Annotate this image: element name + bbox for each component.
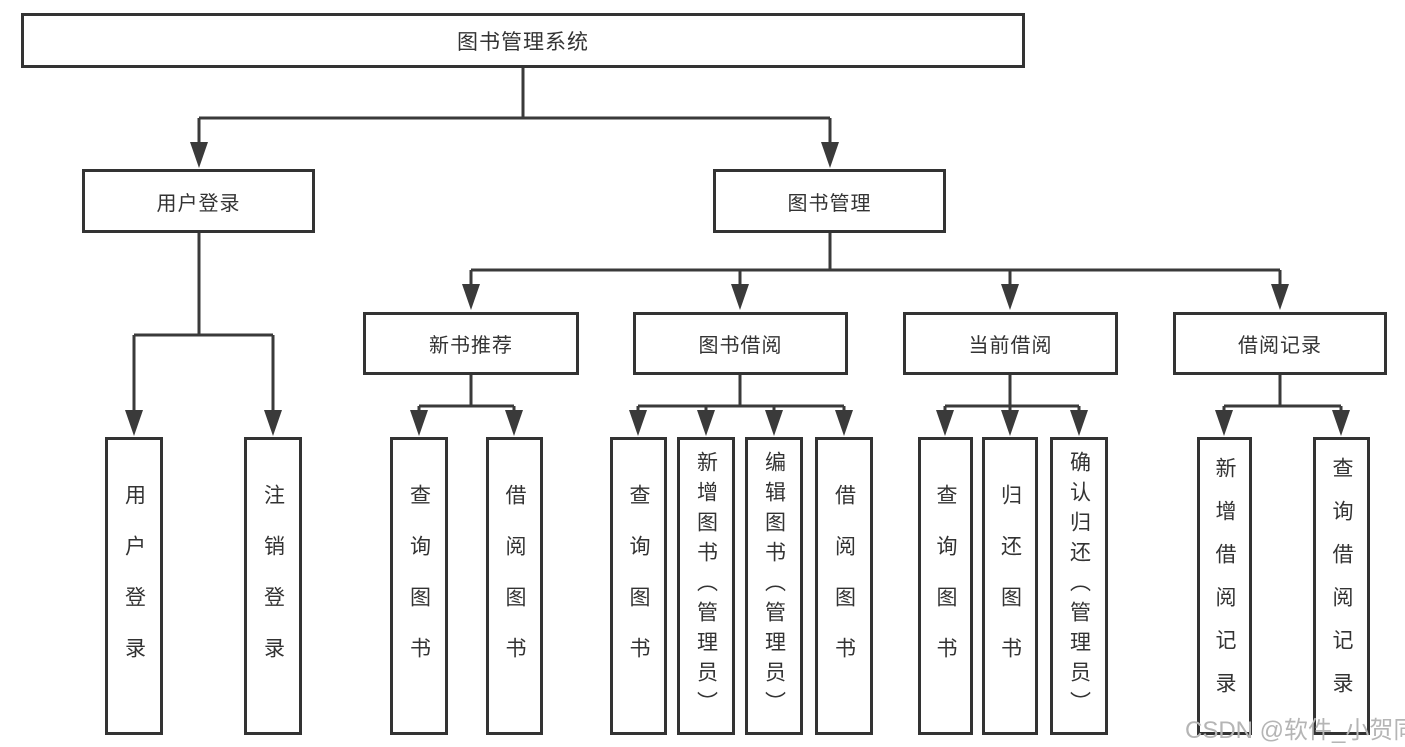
leaf-add-borrow-record: 新增借阅记录	[1197, 437, 1252, 735]
arrowhead	[505, 410, 523, 436]
node-label: 借阅记录	[1238, 335, 1322, 357]
connector-user-login-to-leaves	[125, 233, 282, 436]
leaf-add-book-admin: 新增图书（管理员）	[677, 437, 735, 735]
leaf-query-books-recommend: 查询图书	[390, 437, 448, 735]
arrowhead	[765, 410, 783, 436]
arrowhead	[936, 410, 954, 436]
leaf-label: 借阅图书	[503, 484, 526, 688]
arrowhead	[821, 142, 839, 168]
node-current-borrow: 当前借阅	[903, 312, 1118, 375]
node-label: 新书推荐	[429, 335, 513, 357]
connector-book-mgmt-to-level3	[462, 233, 1289, 310]
leaf-borrow-books-recommend: 借阅图书	[486, 437, 543, 735]
node-root: 图书管理系统	[21, 13, 1025, 68]
arrowhead	[697, 410, 715, 436]
node-book-mgmt: 图书管理	[713, 169, 946, 233]
leaf-return-book: 归还图书	[982, 437, 1038, 735]
leaf-label: 新增借阅记录	[1213, 457, 1236, 715]
arrowhead	[731, 284, 749, 310]
leaf-query-books-borrow: 查询图书	[610, 437, 667, 735]
connector-line	[1222, 375, 1343, 414]
connector-current-borrow-to-leaves	[936, 375, 1088, 436]
node-new-book-recommend: 新书推荐	[363, 312, 579, 375]
node-label: 用户登录	[156, 192, 241, 215]
arrowhead	[629, 410, 647, 436]
leaf-label: 查询图书	[407, 484, 431, 688]
arrowhead	[264, 410, 282, 436]
connector-line	[417, 375, 516, 414]
connector-book-borrow-to-leaves	[629, 375, 853, 436]
connector-root-to-level2	[190, 68, 839, 168]
leaf-label: 归还图书	[998, 484, 1022, 688]
leaf-query-borrow-record: 查询借阅记录	[1313, 437, 1370, 735]
leaf-borrow-books: 借阅图书	[815, 437, 873, 735]
arrowhead	[462, 284, 480, 310]
arrowhead	[1001, 410, 1019, 436]
csdn-watermark: CSDN @软件_小贺同学	[1185, 717, 1405, 744]
leaf-label: 确认归还（管理员）	[1067, 451, 1091, 721]
connector-line	[469, 233, 1282, 288]
connector-line	[132, 233, 275, 414]
node-root-label: 图书管理系统	[457, 30, 589, 54]
leaf-label: 注销登录	[261, 484, 285, 688]
node-label: 当前借阅	[968, 335, 1053, 357]
leaf-label: 查询图书	[627, 484, 650, 688]
node-label: 图书借阅	[698, 335, 783, 357]
connector-line	[636, 375, 846, 414]
connector-line	[943, 375, 1081, 414]
arrowhead	[410, 410, 428, 436]
connector-new-book-rec-to-leaves	[410, 375, 523, 436]
leaf-label: 借阅图书	[832, 484, 856, 688]
node-borrow-records: 借阅记录	[1173, 312, 1387, 375]
arrowhead	[1271, 284, 1289, 310]
leaf-label: 新增图书（管理员）	[694, 451, 718, 721]
arrowhead	[125, 410, 143, 436]
arrowhead	[1215, 410, 1233, 436]
connector-line	[197, 68, 832, 146]
arrowhead	[1070, 410, 1088, 436]
arrowhead	[190, 142, 208, 168]
leaf-confirm-return-admin: 确认归还（管理员）	[1050, 437, 1108, 735]
leaf-label: 查询图书	[934, 484, 957, 688]
leaf-label: 编辑图书（管理员）	[762, 451, 786, 721]
leaf-label: 查询借阅记录	[1330, 457, 1353, 715]
leaf-user-login: 用户登录	[105, 437, 163, 735]
leaf-edit-book-admin: 编辑图书（管理员）	[745, 437, 803, 735]
leaf-label: 用户登录	[122, 484, 146, 688]
connector-borrow-records-to-leaves	[1215, 375, 1350, 436]
node-user-login: 用户登录	[82, 169, 315, 233]
node-label: 图书管理	[787, 192, 872, 215]
arrowhead	[835, 410, 853, 436]
leaf-query-books-current: 查询图书	[918, 437, 973, 735]
arrowhead	[1332, 410, 1350, 436]
node-book-borrow: 图书借阅	[633, 312, 848, 375]
leaf-logout-login: 注销登录	[244, 437, 302, 735]
arrowhead	[1001, 284, 1019, 310]
